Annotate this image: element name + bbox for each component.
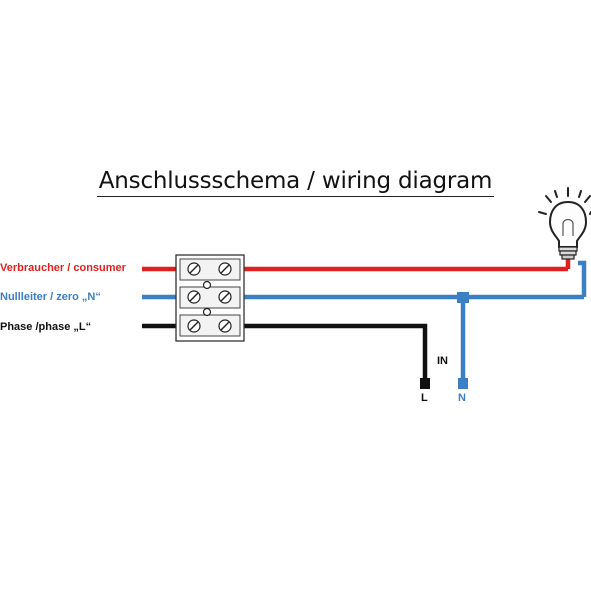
light-bulb-icon — [538, 187, 591, 260]
neutral-junction — [457, 292, 469, 303]
consumer-wire — [142, 258, 571, 272]
terminal-block-icon — [175, 254, 245, 342]
phase-pin — [420, 378, 430, 389]
in-label: IN — [437, 355, 448, 367]
diagram-title: Anschlussschema / wiring diagram — [0, 168, 591, 197]
n-terminal-label: N — [458, 392, 466, 404]
neutral-wire — [142, 260, 587, 389]
neutral-label: Nullleiter / zero „N“ — [0, 291, 101, 303]
diagram-title-text: Anschlussschema / wiring diagram — [96, 168, 495, 197]
phase-label: Phase /phase „L“ — [0, 321, 92, 333]
consumer-label: Verbraucher / consumer — [0, 262, 126, 274]
l-terminal-label: L — [421, 392, 428, 404]
neutral-pin — [458, 378, 468, 389]
phase-wire — [142, 323, 430, 389]
